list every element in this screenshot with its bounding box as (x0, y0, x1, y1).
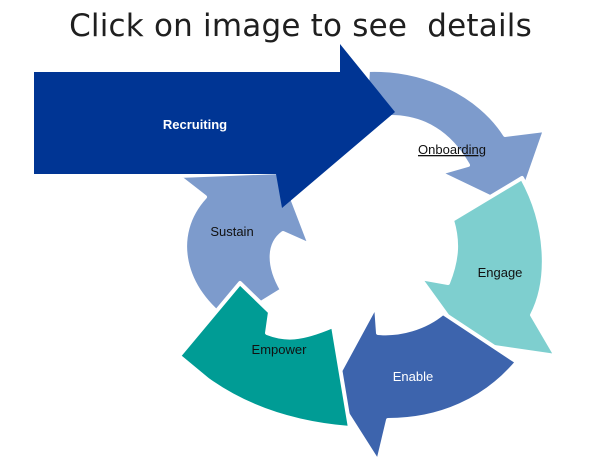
segment-recruiting[interactable]: Recruiting (34, 44, 395, 208)
segment-recruiting-label: Recruiting (163, 117, 227, 132)
segment-empower-shape (177, 281, 352, 430)
page-title: Click on image to see details (69, 8, 532, 44)
segment-engage[interactable]: Engage (418, 176, 558, 358)
segment-onboarding-label: Onboarding (418, 142, 486, 157)
segment-enable-label: Enable (393, 369, 433, 384)
segment-empower[interactable]: Empower (177, 281, 352, 430)
segment-engage-label: Engage (478, 265, 523, 280)
segment-engage-shape (418, 176, 558, 358)
segment-enable[interactable]: Enable (329, 303, 519, 464)
segment-empower-label: Empower (252, 342, 308, 357)
segment-recruiting-shape (34, 44, 395, 208)
segment-sustain-label: Sustain (210, 224, 253, 239)
segment-enable-shape (329, 303, 519, 464)
